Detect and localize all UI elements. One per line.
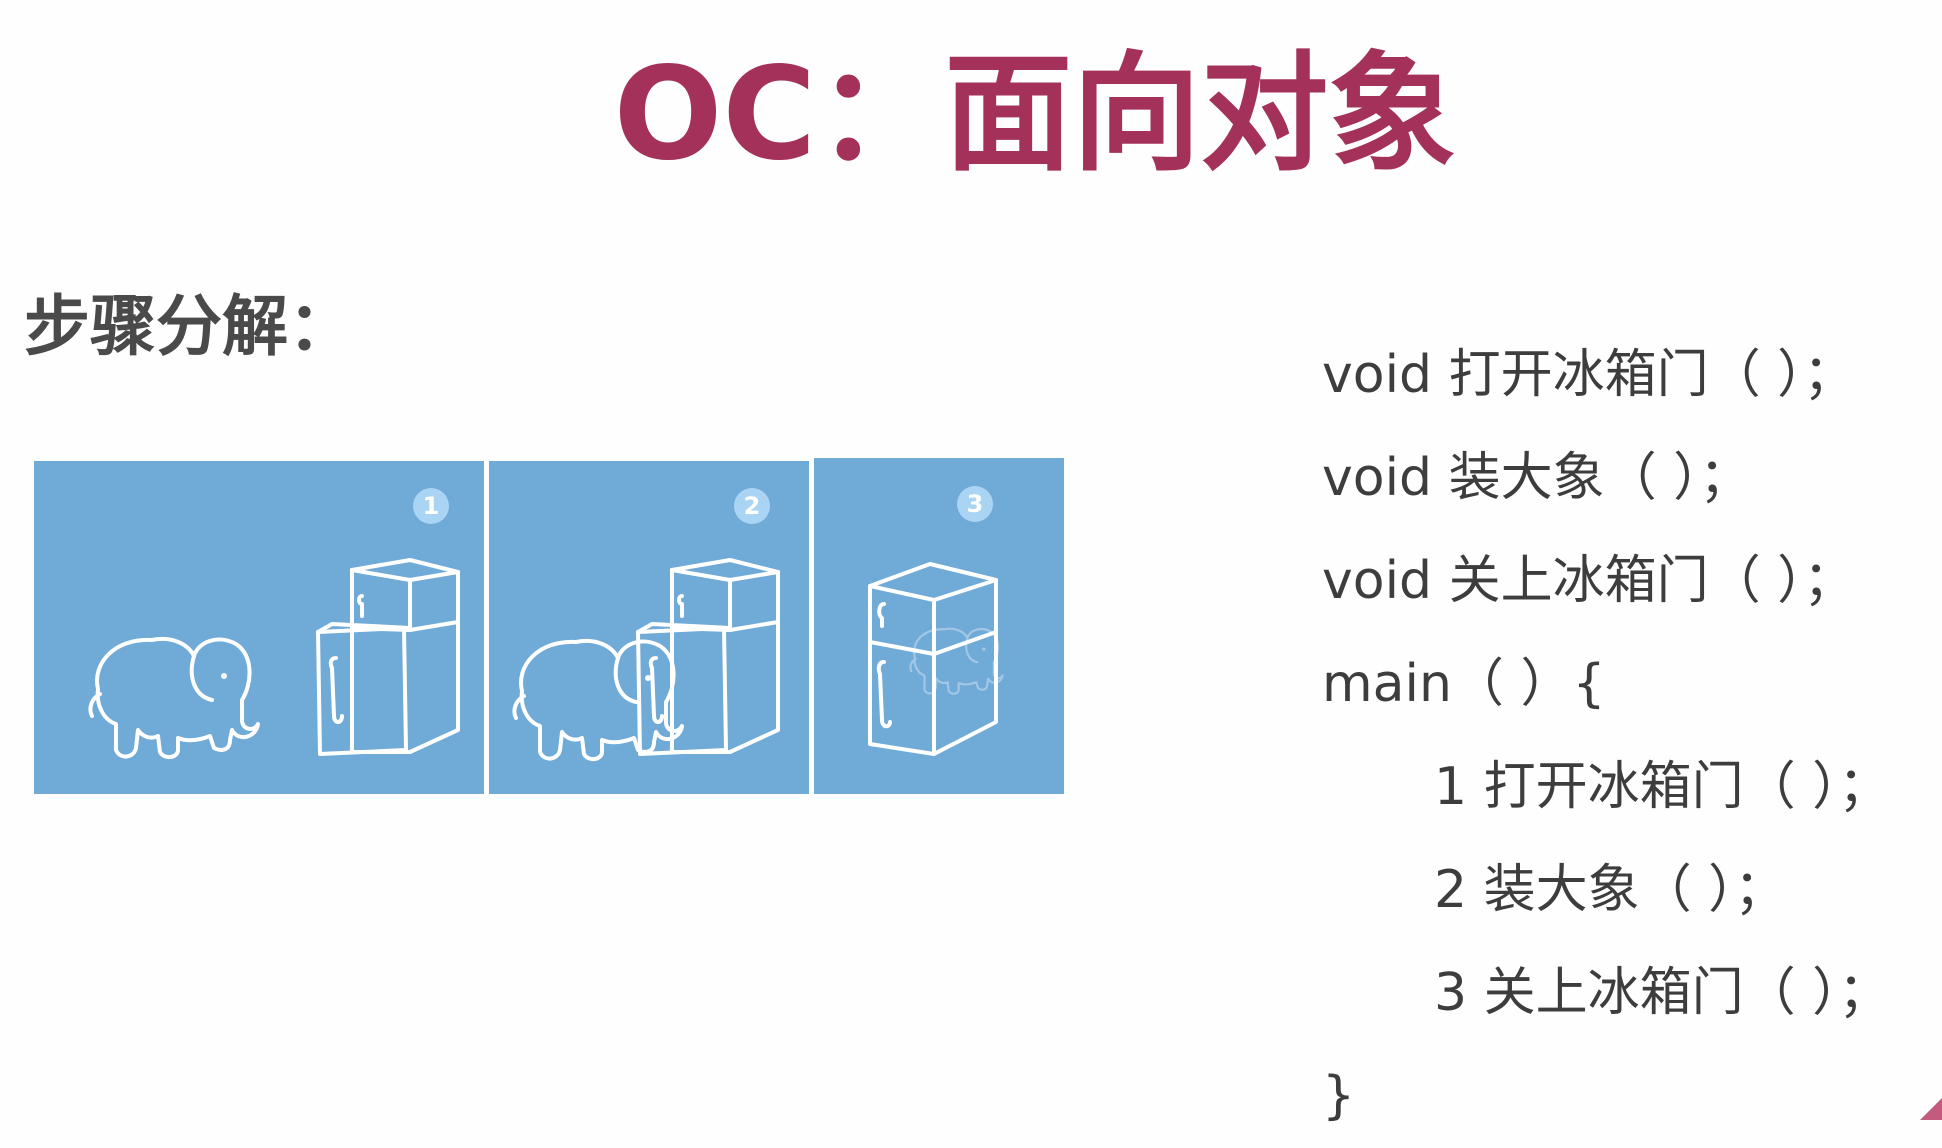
step-number: 3 [967,490,984,518]
step-panel-2: 2 [489,461,809,794]
code-line: 3 关上冰箱门（ ）； [1434,963,1891,1023]
section-label: 步骤分解： [24,288,354,365]
step-panel-3: 3 [814,458,1064,794]
pseudo-code-block: void 打开冰箱门（ ）； void 装大象（ ）； void 关上冰箱门（ … [1322,324,1890,1148]
step-badge [734,488,770,524]
code-line: main（ ）{ [1322,654,1606,714]
step-number: 2 [744,492,761,520]
step-panel-1: 1 [34,461,484,794]
code-line: 2 装大象（ ）； [1434,860,1787,920]
step-number: 1 [423,492,440,520]
code-line: void 打开冰箱门（ ）； [1322,345,1856,405]
code-line: void 装大象（ ）； [1322,448,1752,508]
step-badge [413,488,449,524]
code-line: } [1322,1066,1356,1126]
step-illustration: 1 2 3 [34,458,1064,794]
slide-title: OC：面向对象 [613,40,1457,189]
corner-decoration [1920,1098,1942,1120]
code-line: void 关上冰箱门（ ）； [1322,551,1856,611]
step-badge [957,486,993,522]
code-line: 1 打开冰箱门（ ）； [1434,757,1891,817]
